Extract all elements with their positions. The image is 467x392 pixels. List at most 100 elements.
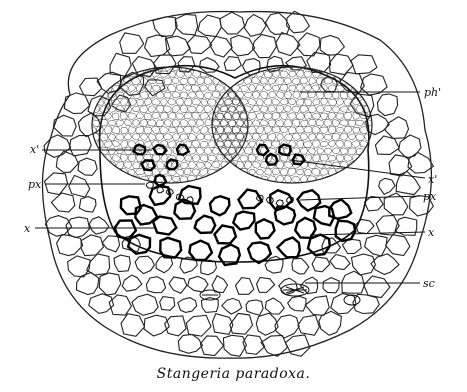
phloem-cell — [297, 99, 305, 105]
phloem-cell — [288, 168, 296, 175]
phloem-cell — [272, 85, 279, 91]
phloem-cell — [244, 92, 253, 98]
phloem-cell — [248, 98, 257, 105]
phloem-cell — [140, 105, 148, 113]
phloem-cell — [292, 78, 301, 84]
phloem-cell — [113, 169, 120, 176]
cortex-cell — [69, 175, 90, 197]
phloem-cell — [311, 113, 320, 119]
phloem-cell — [320, 154, 328, 161]
cortex-cell — [256, 313, 278, 335]
phloem-cell — [247, 126, 256, 133]
xylem-cell — [308, 235, 330, 256]
phloem-cell — [124, 176, 131, 183]
cortex-cell — [187, 36, 212, 54]
xylem-cell — [134, 145, 145, 155]
cortex-cell — [102, 236, 119, 252]
phloem-cell — [268, 105, 276, 112]
phloem-cell — [300, 175, 307, 183]
phloem-cell — [188, 175, 197, 183]
phloem-cell — [152, 112, 160, 119]
xylem-cell — [238, 190, 262, 209]
phloem-cell — [304, 169, 312, 176]
phloem-cell — [328, 113, 335, 120]
phloem-cell — [192, 154, 200, 162]
phloem-cell — [180, 162, 188, 169]
phloem-cell — [352, 71, 359, 79]
phloem-cell — [320, 168, 328, 175]
phloem-cell — [324, 119, 332, 126]
phloem-cell — [324, 134, 332, 140]
cortex-cell — [319, 311, 342, 335]
phloem-cell — [316, 78, 324, 85]
phloem-cell — [213, 91, 220, 98]
cortex-cell — [200, 336, 223, 356]
xylem-cell — [215, 225, 236, 243]
phloem-cell — [333, 148, 340, 154]
phloem-cell — [156, 105, 164, 112]
phloem-cell — [324, 92, 332, 99]
phloem-cell — [144, 113, 152, 119]
protoxylem-cell — [157, 187, 164, 193]
phloem-cell — [332, 120, 339, 127]
phloem-cell — [304, 126, 313, 133]
cortex-cell — [122, 275, 142, 291]
phloem-cell — [328, 99, 337, 106]
phloem-cell — [125, 119, 133, 126]
phloem-cell — [241, 85, 249, 92]
phloem-cell — [160, 126, 169, 134]
label-x-right: x — [428, 226, 435, 239]
phloem-cell — [244, 63, 251, 71]
cortex-cell — [81, 235, 103, 256]
phloem-cell — [160, 169, 168, 175]
phloem-cell — [261, 106, 268, 113]
cortex-cell — [265, 298, 284, 314]
phloem-cell — [356, 148, 364, 154]
phloem-cell — [300, 133, 308, 140]
phloem-cell — [124, 162, 132, 169]
phloem-cell — [220, 176, 228, 183]
phloem-cell — [320, 127, 328, 133]
phloem-cell — [172, 91, 180, 98]
phloem-cell — [297, 169, 304, 175]
phloem-cell — [260, 91, 268, 98]
cortex-cell — [121, 314, 145, 337]
phloem-cell — [164, 119, 171, 126]
phloem-cell — [340, 120, 349, 126]
phloem-cell — [115, 63, 123, 70]
phloem-cell — [357, 63, 364, 70]
xylem-cell — [160, 238, 181, 258]
phloem-cell — [268, 134, 275, 141]
phloem-cell — [312, 126, 321, 133]
phloem-cell — [192, 98, 201, 105]
phloem-cell — [205, 119, 212, 126]
phloem-cell — [292, 133, 301, 141]
phloem-cell — [364, 78, 372, 85]
phloem-cell — [196, 162, 204, 169]
cortex-cell — [286, 335, 310, 356]
phloem-cell — [148, 120, 156, 127]
phloem-cell — [140, 134, 148, 141]
phloem-cell — [256, 113, 264, 120]
phloem-cell — [301, 120, 308, 127]
phloem-cell — [92, 120, 100, 127]
phloem-cell — [356, 120, 364, 126]
phloem-cell — [220, 106, 229, 112]
phloem-cell — [133, 162, 140, 169]
phloem-cell — [176, 85, 183, 91]
phloem-cell — [105, 112, 112, 119]
phloem-cell — [100, 64, 107, 71]
phloem-cell — [208, 155, 216, 162]
phloem-cell — [128, 113, 137, 119]
phloem-cell — [308, 148, 316, 155]
phloem-cell — [171, 77, 179, 84]
phloem-cell — [289, 85, 296, 92]
phloem-cell — [148, 133, 156, 140]
xylem-cell — [266, 154, 277, 165]
phloem-cell — [127, 154, 135, 161]
phloem-cell — [88, 71, 97, 78]
phloem-cell — [264, 113, 273, 120]
cortex-cell — [257, 278, 275, 293]
label-px-right: px — [423, 190, 437, 203]
phloem-cell — [332, 133, 340, 141]
